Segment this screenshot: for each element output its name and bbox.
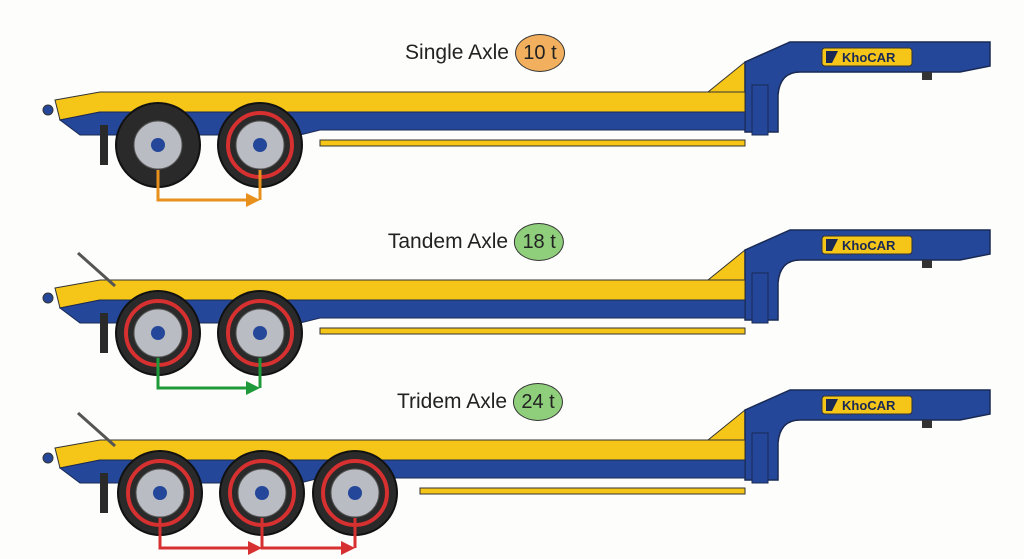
kingpin [922,260,932,268]
weight-badge: 10 t [514,34,565,72]
axle-type-label: Tandem Axle [387,230,509,253]
axle-spacing-arrow [260,518,343,550]
logo-k-icon [826,51,838,63]
landing-leg [751,272,769,324]
hub [151,138,165,152]
logo-text: KhoCAR [842,238,896,253]
logo-text: KhoCAR [842,398,896,413]
gooseneck [744,229,991,321]
hub [153,486,167,500]
trailer-label-tridem: Tridem Axle 24 t [396,383,564,421]
logo-k-icon [826,239,838,251]
gooseneck-ramp [706,248,746,281]
tow-eye [42,104,54,116]
axle-type-label: Single Axle [405,41,509,64]
tow-eye [42,292,54,304]
logo-plate [821,47,913,67]
trailer: KhoCAR [42,389,991,555]
weight-badge: 18 t [514,223,565,261]
trailer-label-tandem: Tandem Axle 18 t [387,223,565,261]
axle-spacing-arrow [156,170,248,202]
weight-badge: 24 t [513,383,564,421]
mudflap [100,473,108,513]
landing-leg [751,432,769,484]
arrow-head [341,541,355,555]
gooseneck-ramp [706,408,746,441]
hub [253,326,267,340]
hub [255,486,269,500]
logo-text: KhoCAR [842,50,896,65]
hub [348,486,362,500]
axle-spacing-arrow [158,518,250,550]
trailer: KhoCAR [42,41,991,207]
logo-plate [821,235,913,255]
gooseneck [744,41,991,133]
trailer-label-single: Single Axle 10 t [405,34,565,72]
axle-type-label: Tridem Axle [396,390,508,413]
side-rail [319,327,746,335]
gooseneck-ramp [706,60,746,93]
tow-eye [42,452,54,464]
arrow-head [248,541,262,555]
logo-plate [821,395,913,415]
arrow-head [246,381,260,395]
mudflap [100,313,108,353]
kingpin [922,72,932,80]
logo-k-icon [826,399,838,411]
mudflap [100,125,108,165]
landing-leg [751,84,769,136]
axle-spacing-arrow [156,358,248,390]
hub [253,138,267,152]
side-rail [319,139,746,147]
side-rail [419,487,746,495]
trailer: KhoCAR [42,229,991,395]
arrow-head [246,193,260,207]
ramp-strut [77,251,116,288]
kingpin [922,420,932,428]
hub [151,326,165,340]
ramp-strut [77,411,116,448]
gooseneck [744,389,991,481]
